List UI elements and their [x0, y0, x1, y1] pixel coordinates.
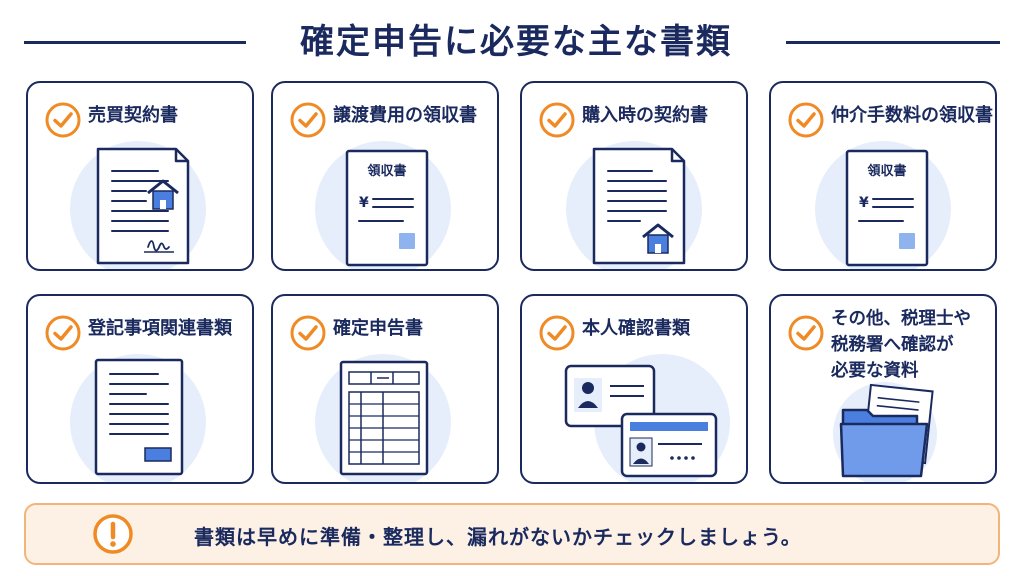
- doc-card-other-materials: その他、税理士や 税務署へ確認が 必要な資料: [769, 294, 997, 484]
- doc-card-transfer-receipt: 譲渡費用の領収書 領収書 ¥: [271, 81, 499, 271]
- title-rule-right: [786, 41, 1000, 44]
- house-icon: [147, 179, 179, 210]
- yen-symbol: ¥: [859, 195, 869, 211]
- registry-document-illustration: [70, 354, 206, 482]
- page-title: 確定申告に必要な主な書類: [300, 22, 732, 62]
- card-label: 売買契約書: [88, 105, 178, 126]
- title-rule-left: [24, 41, 246, 44]
- doc-card-purchase-contract: 購入時の契約書: [520, 81, 748, 271]
- reminder-message: 書類は早めに準備・整理し、漏れがないかチェックしましょう。: [194, 525, 802, 549]
- contract-house-illustration: [70, 141, 206, 269]
- doc-card-brokerage-receipt: 仲介手数料の領収書 領収書 ¥: [769, 81, 997, 271]
- doc-card-tax-return: 確定申告書: [271, 294, 499, 484]
- page-header: 確定申告に必要な主な書類: [0, 8, 1024, 68]
- card-label: 確定申告書: [333, 318, 423, 339]
- doc-card-sales-contract: 売買契約書: [26, 81, 254, 271]
- tax-form-illustration: [315, 354, 451, 482]
- card-label: 仲介手数料の領収書: [831, 105, 993, 126]
- reminder-banner: 書類は早めに準備・整理し、漏れがないかチェックしましょう。: [24, 503, 1000, 565]
- folder-illustration: [833, 382, 937, 482]
- card-label: その他、税理士や 税務署へ確認が 必要な資料: [831, 306, 989, 384]
- receipt-title: 領収書: [367, 163, 406, 179]
- receipt-illustration: 領収書 ¥: [815, 141, 951, 269]
- yen-symbol: ¥: [359, 195, 369, 211]
- check-circle-icon: [45, 102, 81, 138]
- check-circle-icon: [290, 315, 326, 351]
- card-label: 購入時の契約書: [582, 105, 708, 126]
- check-circle-icon: [788, 315, 824, 351]
- card-label: 本人確認書類: [582, 318, 690, 339]
- receipt-illustration: 領収書 ¥: [315, 141, 451, 269]
- check-circle-icon: [539, 102, 575, 138]
- check-circle-icon: [788, 102, 824, 138]
- card-label: 譲渡費用の領収書: [333, 105, 477, 126]
- card-label-line: 税務署へ確認が: [831, 335, 954, 355]
- check-circle-icon: [290, 102, 326, 138]
- doc-card-identity-docs: 本人確認書類: [520, 294, 748, 484]
- receipt-title: 領収書: [867, 163, 906, 179]
- check-circle-icon: [45, 315, 81, 351]
- card-label-line: その他、税理士や: [831, 309, 971, 329]
- card-label-line: 必要な資料: [831, 361, 919, 381]
- exclamation-circle-icon: [93, 514, 133, 554]
- check-circle-icon: [539, 315, 575, 351]
- contract-house-illustration: [566, 141, 702, 269]
- card-label: 登記事項関連書類: [88, 318, 232, 339]
- house-icon: [642, 223, 674, 254]
- id-cards-illustration: [564, 354, 730, 482]
- doc-card-registry-docs: 登記事項関連書類: [26, 294, 254, 484]
